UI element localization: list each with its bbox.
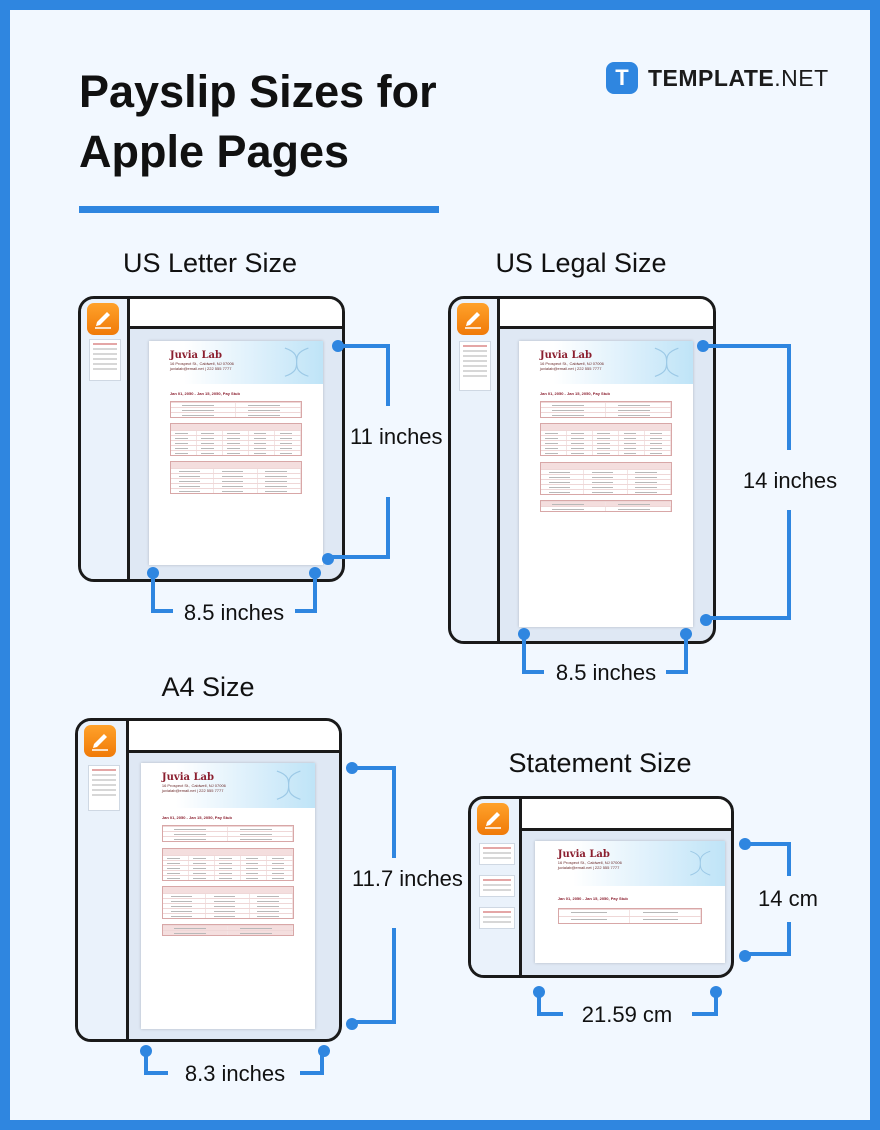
brand-name-bold: TEMPLATE: [648, 64, 775, 91]
template-logo-icon: T: [606, 62, 638, 94]
pay-period: Jan 01, 2050 - Jan 15, 2050, Pay Stub: [557, 895, 628, 901]
brand-name-suffix: .NET: [774, 64, 829, 91]
pages-icon: [457, 303, 489, 335]
company-address: 16 Prospect St., Caldwell, NJ 07006: [161, 782, 226, 788]
title-line-2: Apple Pages: [79, 126, 350, 177]
company-name: Juvia Lab: [539, 349, 592, 361]
width-bracket-right: [692, 990, 718, 1016]
payslip-header: Juvia Lab 16 Prospect St., Caldwell, NJ …: [535, 841, 725, 887]
company-address: 16 Prospect St., Caldwell, NJ 07006: [557, 859, 622, 865]
letter-sidebar: [81, 299, 130, 579]
width-bracket-right: [300, 1049, 324, 1075]
page-title: Payslip Sizes for Apple Pages: [79, 62, 479, 182]
height-bracket-bottom: [745, 922, 791, 956]
deductions-table: [539, 461, 673, 495]
page-thumbnail[interactable]: [479, 843, 515, 865]
pay-period: Jan 01, 2050 - Jan 15, 2050, Pay Stub: [169, 390, 240, 396]
height-bracket-bottom: [328, 497, 390, 559]
payslip-header: Juvia Lab 16 Prospect St., Caldwell, NJ …: [141, 763, 315, 809]
dna-helix-icon: [690, 851, 711, 876]
a4-toolbar: [129, 721, 339, 753]
company-email: juvialab@email.net | 222 555 7777: [557, 864, 620, 870]
company-email: juvialab@email.net | 222 555 7777: [169, 365, 232, 371]
width-bracket-right: [666, 632, 688, 674]
earnings-table: [539, 423, 673, 457]
pay-period: Jan 01, 2050 - Jan 15, 2050, Pay Stub: [539, 390, 610, 396]
letter-payslip-page: Juvia Lab 16 Prospect St., Caldwell, NJ …: [149, 341, 323, 565]
statement-sidebar: [471, 799, 522, 975]
employee-info-block: [539, 401, 673, 419]
company-address: 16 Prospect St., Caldwell, NJ 07006: [539, 360, 604, 366]
payslip-header: Juvia Lab 16 Prospect St., Caldwell, NJ …: [149, 341, 323, 384]
employee-info-block: [169, 400, 303, 418]
legal-size-label: US Legal Size: [495, 248, 667, 278]
pages-icon: [87, 303, 119, 335]
height-bracket-top: [338, 344, 390, 406]
letter-height-label: 11 inches: [350, 424, 443, 449]
page-thumbnail[interactable]: [89, 339, 121, 381]
net-pay-block: [539, 499, 673, 512]
company-email: juvialab@email.net | 222 555 7777: [539, 365, 602, 371]
legal-toolbar: [500, 299, 713, 329]
legal-width-label: 8.5 inches: [555, 660, 657, 685]
company-name: Juvia Lab: [557, 848, 610, 860]
company-address: 16 Prospect St., Caldwell, NJ 07006: [169, 360, 234, 366]
dna-helix-icon: [276, 770, 301, 801]
pages-icon: [477, 803, 509, 835]
width-bracket-right: [295, 571, 317, 613]
brand-name: TEMPLATE.NET: [648, 65, 829, 92]
statement-size-label: Statement Size: [508, 748, 692, 778]
statement-toolbar: [522, 799, 731, 831]
dna-helix-icon: [654, 347, 679, 378]
height-bracket-top: [352, 766, 396, 858]
a4-width-label: 8.3 inches: [184, 1061, 286, 1086]
letter-size-label: US Letter Size: [122, 248, 298, 278]
title-underline: [79, 206, 439, 213]
deductions-table: [169, 461, 303, 495]
title-line-1: Payslip Sizes for: [79, 66, 437, 117]
width-bracket-left: [522, 632, 544, 674]
payslip-header: Juvia Lab 16 Prospect St., Caldwell, NJ …: [519, 341, 693, 384]
statement-payslip-page: Juvia Lab 16 Prospect St., Caldwell, NJ …: [535, 841, 725, 963]
width-bracket-left: [537, 990, 563, 1016]
legal-sidebar: [451, 299, 500, 641]
legal-height-label: 14 inches: [742, 468, 838, 493]
dna-helix-icon: [284, 347, 309, 377]
pay-period: Jan 01, 2050 - Jan 15, 2050, Pay Stub: [161, 815, 232, 821]
company-email: juvialab@email.net | 222 555 7777: [161, 787, 224, 793]
height-bracket-top: [703, 344, 791, 450]
width-bracket-left: [144, 1049, 168, 1075]
earnings-table: [169, 422, 303, 456]
employee-info-block: [161, 825, 295, 843]
height-bracket-bottom: [352, 928, 396, 1024]
letter-width-label: 8.5 inches: [183, 600, 285, 625]
page-thumbnail[interactable]: [479, 875, 515, 897]
deductions-table: [161, 885, 295, 919]
letter-toolbar: [130, 299, 342, 329]
earnings-table: [161, 847, 295, 881]
a4-payslip-page: Juvia Lab 16 Prospect St., Caldwell, NJ …: [141, 763, 315, 1029]
width-bracket-left: [151, 571, 173, 613]
company-name: Juvia Lab: [161, 771, 214, 783]
letter-app-window: Juvia Lab 16 Prospect St., Caldwell, NJ …: [78, 296, 345, 582]
employee-info-block: [557, 908, 703, 925]
page-thumbnail[interactable]: [479, 907, 515, 929]
legal-app-window: Juvia Lab 16 Prospect St., Caldwell, NJ …: [448, 296, 716, 644]
a4-app-window: Juvia Lab 16 Prospect St., Caldwell, NJ …: [75, 718, 342, 1042]
statement-app-window: Juvia Lab 16 Prospect St., Caldwell, NJ …: [468, 796, 734, 978]
company-name: Juvia Lab: [169, 349, 222, 361]
height-bracket-bottom: [706, 510, 791, 620]
a4-size-label: A4 Size: [161, 672, 255, 702]
page-thumbnail[interactable]: [88, 765, 120, 811]
legal-payslip-page: Juvia Lab 16 Prospect St., Caldwell, NJ …: [519, 341, 693, 627]
brand: T TEMPLATE.NET: [606, 62, 829, 94]
net-pay-block: [161, 924, 295, 937]
statement-height-label: 14 cm: [758, 886, 818, 911]
height-bracket-top: [745, 842, 791, 876]
a4-sidebar: [78, 721, 129, 1039]
statement-width-label: 21.59 cm: [581, 1002, 673, 1027]
pages-icon: [84, 725, 116, 757]
page-thumbnail[interactable]: [459, 341, 491, 391]
a4-height-label: 11.7 inches: [352, 866, 463, 891]
